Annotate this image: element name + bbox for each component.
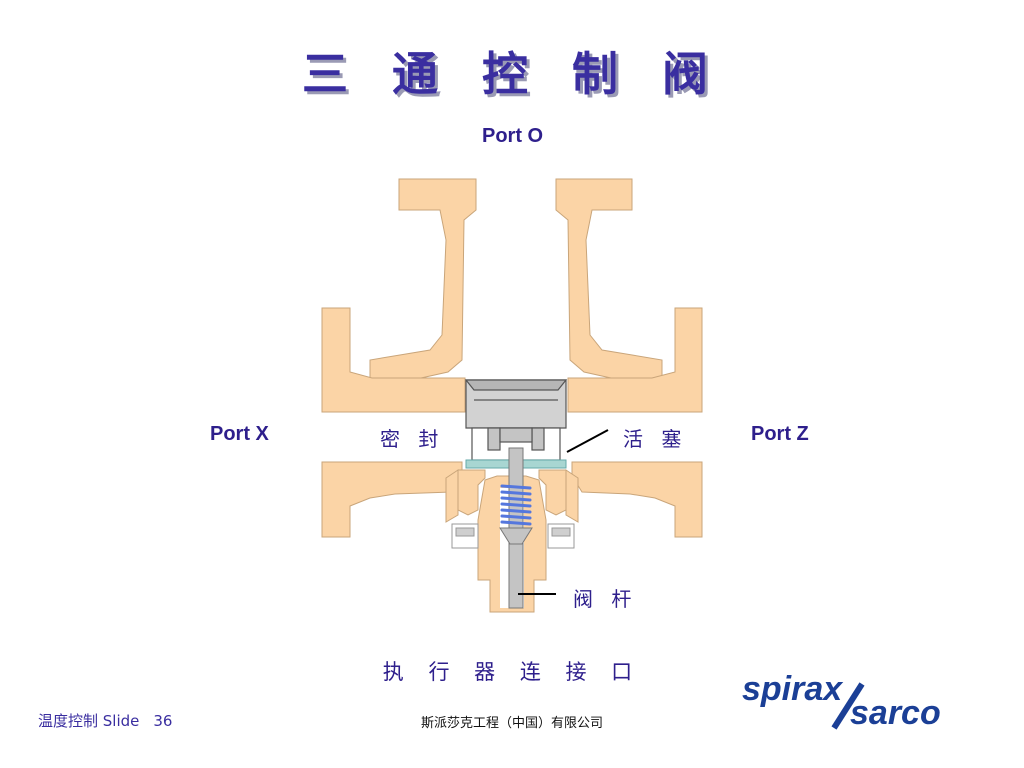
- slide-number: 36: [153, 712, 173, 730]
- seat-left: [457, 469, 486, 516]
- footer-left-text: 温度控制 Slide: [38, 712, 140, 730]
- port-o-label: Port O: [482, 125, 544, 147]
- port-x-label: Port X: [210, 423, 269, 445]
- seat-inner-right: [565, 469, 579, 523]
- actuator-connection-label: 执 行 器 连 接 口: [382, 660, 642, 684]
- right-flange-upper: [567, 307, 703, 413]
- left-flange-lower: [321, 461, 463, 538]
- logo-text-sarco: sarco: [850, 694, 941, 732]
- logo-text-spirax: spirax: [742, 672, 844, 708]
- logo-slash: [831, 682, 865, 730]
- stem-label: 阀 杆: [573, 587, 638, 611]
- piston-label: 活 塞: [623, 427, 688, 451]
- spring: [500, 484, 532, 526]
- page-title: 三 通 控 制 阀: [301, 47, 723, 101]
- seal-label: 密 封: [380, 427, 445, 451]
- piston-leader-line: [566, 429, 609, 453]
- spirax-sarco-logo: spirax sarco: [742, 672, 941, 732]
- footer-company: 斯派莎克工程（中国）有限公司: [420, 716, 603, 731]
- seat-inner-left: [445, 469, 459, 523]
- port-z-label: Port Z: [751, 423, 809, 445]
- footer-slide-info: 温度控制 Slide 36: [38, 710, 172, 731]
- seat-right: [538, 469, 567, 516]
- top-flange-right: [555, 178, 663, 389]
- right-flange-lower: [571, 461, 703, 538]
- top-flange-left: [369, 178, 477, 389]
- left-flange-upper: [321, 307, 466, 413]
